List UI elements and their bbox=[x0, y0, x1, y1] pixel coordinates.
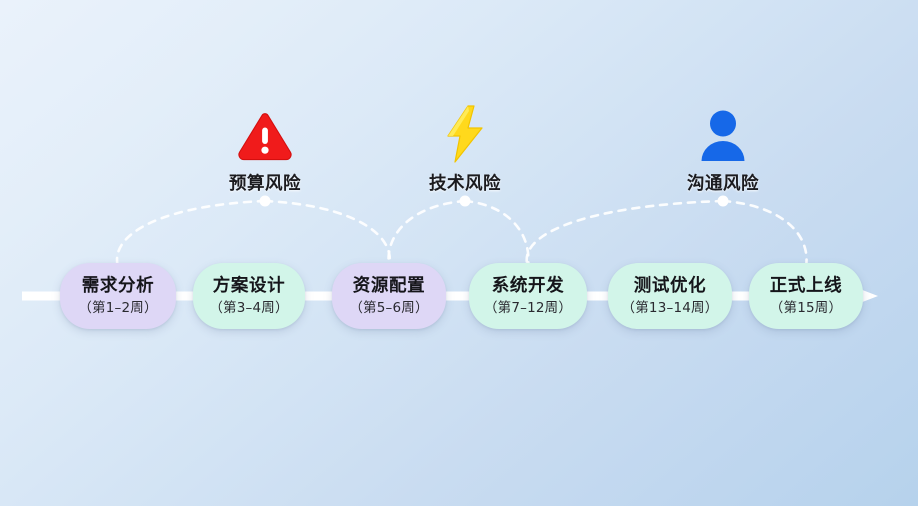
milestone-subtitle: （第3–4周） bbox=[209, 299, 289, 316]
milestone-title: 需求分析 bbox=[81, 275, 155, 296]
risk-marker-budget[interactable]: 预算风险 bbox=[190, 101, 340, 195]
milestone-node[interactable]: 系统开发 （第7–12周） bbox=[469, 263, 587, 329]
milestone-subtitle: （第13–14周） bbox=[621, 299, 719, 316]
warning-triangle-icon bbox=[190, 101, 340, 163]
milestone-subtitle: （第5–6周） bbox=[349, 299, 429, 316]
milestone-subtitle: （第15周） bbox=[769, 299, 843, 316]
milestone-title: 系统开发 bbox=[491, 275, 565, 296]
risk-marker-technical[interactable]: 技术风险 bbox=[390, 101, 540, 195]
milestone-subtitle: （第7–12周） bbox=[483, 299, 573, 316]
milestone-title: 资源配置 bbox=[352, 275, 426, 296]
risk-marker-communication[interactable]: 沟通风险 bbox=[648, 101, 798, 195]
milestone-node[interactable]: 方案设计 （第3–4周） bbox=[193, 263, 305, 329]
risk-label: 沟通风险 bbox=[687, 174, 759, 194]
risk-label: 预算风险 bbox=[229, 174, 301, 194]
milestone-node[interactable]: 需求分析 （第1–2周） bbox=[60, 263, 176, 329]
milestone-title: 测试优化 bbox=[633, 275, 707, 296]
milestone-subtitle: （第1–2周） bbox=[78, 299, 158, 316]
person-icon bbox=[648, 101, 798, 163]
milestone-title: 正式上线 bbox=[769, 275, 843, 296]
milestone-node[interactable]: 资源配置 （第5–6周） bbox=[332, 263, 446, 329]
risk-label: 技术风险 bbox=[429, 174, 501, 194]
milestone-title: 方案设计 bbox=[212, 275, 286, 296]
milestone-node[interactable]: 正式上线 （第15周） bbox=[749, 263, 863, 329]
lightning-bolt-icon bbox=[390, 101, 540, 163]
milestone-node[interactable]: 测试优化 （第13–14周） bbox=[608, 263, 732, 329]
